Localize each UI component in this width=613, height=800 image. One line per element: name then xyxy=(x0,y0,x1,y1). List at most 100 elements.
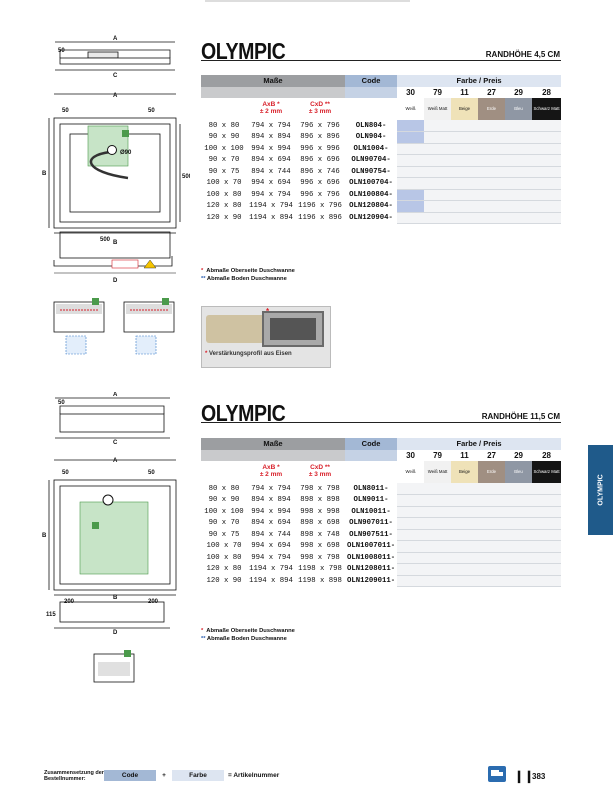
code-cell: OLN100704- xyxy=(349,179,393,188)
code-subheader xyxy=(345,449,398,461)
color-code: 27 xyxy=(478,449,506,461)
size-cell: 90 x 75 xyxy=(208,530,240,539)
code-header: Code xyxy=(345,438,398,450)
swatch-erde: Erde xyxy=(478,98,506,120)
code-cell: OLN90754- xyxy=(351,167,391,176)
cxd-cell: 898 x 698 xyxy=(300,519,340,528)
price-cell xyxy=(505,154,533,167)
axb-cell: 894 x 694 xyxy=(251,156,291,165)
axb-cell: 794 x 794 xyxy=(251,484,291,493)
swatch-weiss: Weiß xyxy=(397,461,425,483)
price-cell xyxy=(505,212,533,224)
price-cell xyxy=(478,540,506,553)
price-cell xyxy=(424,483,452,495)
price-cell xyxy=(532,154,562,167)
price-cell xyxy=(478,177,506,190)
price-cell xyxy=(451,563,479,576)
axb-cell: 1194 x 794 xyxy=(249,565,293,574)
axb-tolerance: AxB *± 2 mm xyxy=(259,464,283,478)
price-cell xyxy=(532,120,562,132)
axb-cell: 894 x 744 xyxy=(251,167,291,176)
dims-header: Maße xyxy=(201,438,346,450)
footer-label: Zusammensetzung der Bestellnummer: xyxy=(44,770,104,783)
price-cell xyxy=(532,166,562,178)
price-cell xyxy=(505,120,533,132)
price-cell xyxy=(505,575,533,587)
side-tab[interactable]: OLYMPIC xyxy=(588,445,613,535)
swatch-erde: Erde xyxy=(478,461,506,483)
price-cell xyxy=(424,131,452,144)
price-cell xyxy=(424,517,452,530)
axb-cell: 994 x 994 xyxy=(251,507,291,516)
svg-text:C: C xyxy=(113,440,118,446)
size-cell: 100 x 80 xyxy=(206,190,242,199)
price-cell xyxy=(505,494,533,507)
price-cell xyxy=(505,143,533,155)
size-cell: 90 x 90 xyxy=(208,133,240,142)
size-cell: 80 x 80 xyxy=(208,121,240,130)
section1-price-table: Maße Code Farbe / Preis 30 79 11 27 29 2… xyxy=(201,75,562,224)
price-cell xyxy=(424,154,452,167)
price-cell xyxy=(451,154,479,167)
price-cell xyxy=(478,529,506,541)
cxd-cell: 998 x 798 xyxy=(300,553,340,562)
section2-rim-height: RANDHÖHE 11,5 CM xyxy=(481,412,560,421)
size-cell: 100 x 80 xyxy=(206,553,242,562)
svg-text:A: A xyxy=(113,458,118,464)
code-cell: OLN100804- xyxy=(349,190,393,199)
color-code: 30 xyxy=(397,86,425,98)
svg-text:200: 200 xyxy=(148,599,159,605)
dims-subheader xyxy=(201,449,346,461)
axb-cell: 1194 x 894 xyxy=(249,213,293,222)
cxd-cell: 896 x 896 xyxy=(300,133,340,142)
price-cell xyxy=(532,563,562,576)
section1-rim-height: RANDHÖHE 4,5 CM xyxy=(485,50,560,59)
price-cell xyxy=(424,200,452,213)
size-cell: 90 x 70 xyxy=(208,156,240,165)
cxd-cell: 996 x 696 xyxy=(300,179,340,188)
code-cell: OLN804- xyxy=(355,121,387,130)
price-cell xyxy=(451,177,479,190)
price-cell xyxy=(397,143,425,155)
price-cell xyxy=(478,189,506,201)
footer-color-box: Farbe xyxy=(172,770,224,781)
price-cell xyxy=(532,506,562,518)
price-cell xyxy=(478,506,506,518)
price-cell xyxy=(505,540,533,553)
price-cell xyxy=(397,529,425,541)
swatch-weiss: Weiß xyxy=(397,98,425,120)
svg-text:C: C xyxy=(113,73,118,79)
price-cell xyxy=(451,200,479,213)
cxd-cell: 896 x 696 xyxy=(300,156,340,165)
code-cell: OLN120904- xyxy=(349,213,393,222)
section1-technical-drawings: A 50 C A 50 50 B Ø90 500 500 B D xyxy=(42,36,190,355)
page-number: 383 xyxy=(532,772,546,781)
code-cell: OLN8011- xyxy=(353,484,389,493)
price-cell xyxy=(532,143,562,155)
color-price-header: Farbe / Preis xyxy=(397,75,562,87)
price-cell xyxy=(505,517,533,530)
price-cell xyxy=(505,506,533,518)
svg-text:A: A xyxy=(113,93,118,99)
price-cell xyxy=(451,517,479,530)
price-cell xyxy=(478,212,506,224)
size-cell: 120 x 80 xyxy=(206,202,242,211)
price-cell xyxy=(451,506,479,518)
price-cell xyxy=(397,177,425,190)
color-code: 79 xyxy=(424,449,452,461)
price-cell xyxy=(478,517,506,530)
svg-text:50: 50 xyxy=(62,470,69,476)
code-subheader xyxy=(345,86,398,98)
price-cell xyxy=(424,563,452,576)
section2-title: OLYMPIC xyxy=(201,400,286,426)
svg-text:A: A xyxy=(113,392,118,398)
svg-text:50: 50 xyxy=(148,470,155,476)
